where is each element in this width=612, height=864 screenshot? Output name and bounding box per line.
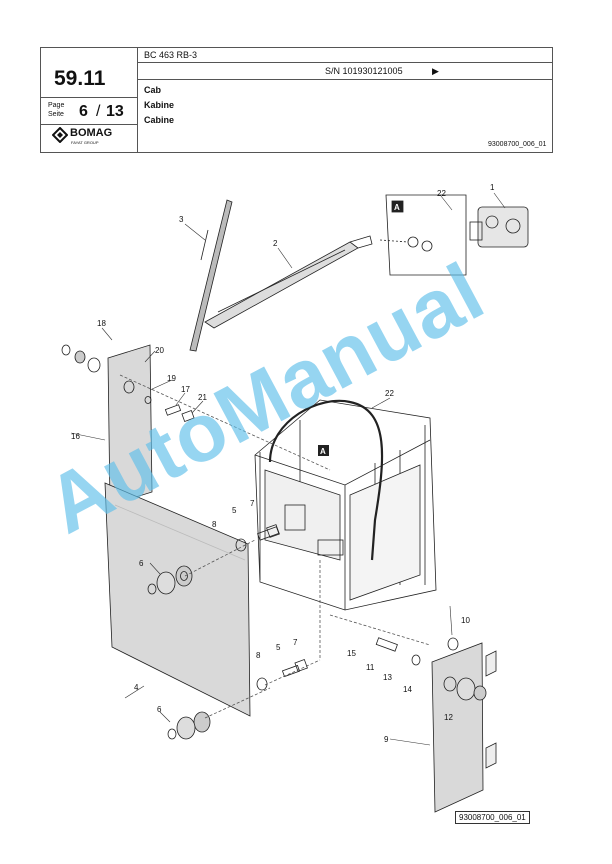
callout-17: 17: [181, 385, 190, 394]
wiper-blade: [189, 199, 233, 352]
brand-name: BOMAG: [70, 127, 113, 139]
callout-8b: 8: [256, 651, 261, 660]
callout-4: 4: [134, 683, 139, 692]
callout-18: 18: [97, 319, 106, 328]
serial-arrow-icon: ▶: [432, 66, 439, 76]
page-label-de: Seite: [48, 111, 64, 118]
callout-14: 14: [403, 685, 412, 694]
callout-7b: 7: [293, 638, 298, 647]
callout-1: 1: [490, 183, 495, 192]
brand-subtitle: FAYAT GROUP: [71, 140, 99, 145]
detail-marker-cab: A: [320, 447, 326, 456]
callout-7a: 7: [250, 499, 255, 508]
callout-19: 19: [167, 374, 176, 383]
door-panel: [104, 482, 251, 717]
callout-3: 3: [179, 215, 184, 224]
title-en: Cab: [144, 85, 162, 95]
bomag-logo-icon: [52, 127, 68, 143]
detail-marker-top: A: [394, 203, 400, 212]
callout-20: 20: [155, 346, 164, 355]
callout-22a: 22: [437, 189, 446, 198]
callout-8a: 8: [212, 520, 217, 529]
header-block: 59.11 BC 463 RB-3 S/N 101930121005 ▶ Pag…: [40, 47, 553, 153]
serial-number: S/N 101930121005: [325, 66, 403, 76]
detail-a-box: [385, 194, 467, 276]
page-total: 13: [106, 103, 124, 120]
side-panel-upper: [107, 344, 153, 506]
callout-12: 12: [444, 713, 453, 722]
callout-11: 11: [366, 663, 375, 672]
detail-a-marker: [391, 200, 404, 213]
callout-21: 21: [198, 393, 207, 402]
callout-6b: 6: [157, 705, 162, 714]
page-label-en: Page: [48, 102, 65, 109]
wiring-cable: [268, 399, 384, 561]
callout-5b: 5: [276, 643, 281, 652]
callout-22b: 22: [385, 389, 394, 398]
wiper-motor: [469, 206, 529, 248]
title-fr: Cabine: [144, 115, 175, 125]
callout-13: 13: [383, 673, 392, 682]
callout-15: 15: [347, 649, 356, 658]
section-number: 59.11: [54, 67, 106, 90]
doc-reference: 93008700_006_01: [488, 141, 547, 148]
footer-reference: 93008700_006_01: [455, 811, 530, 824]
callout-16: 16: [71, 432, 80, 441]
page-current: 6: [79, 103, 88, 120]
callout-5a: 5: [232, 506, 237, 515]
side-panel-right: [431, 642, 484, 813]
page-separator: /: [96, 103, 101, 120]
cab-frame: [254, 399, 437, 611]
callout-10: 10: [461, 616, 470, 625]
model-name: BC 463 RB-3: [144, 50, 198, 60]
callout-6a: 6: [139, 559, 144, 568]
title-de: Kabine: [144, 100, 175, 110]
callout-9: 9: [384, 735, 389, 744]
callout-2: 2: [273, 239, 278, 248]
